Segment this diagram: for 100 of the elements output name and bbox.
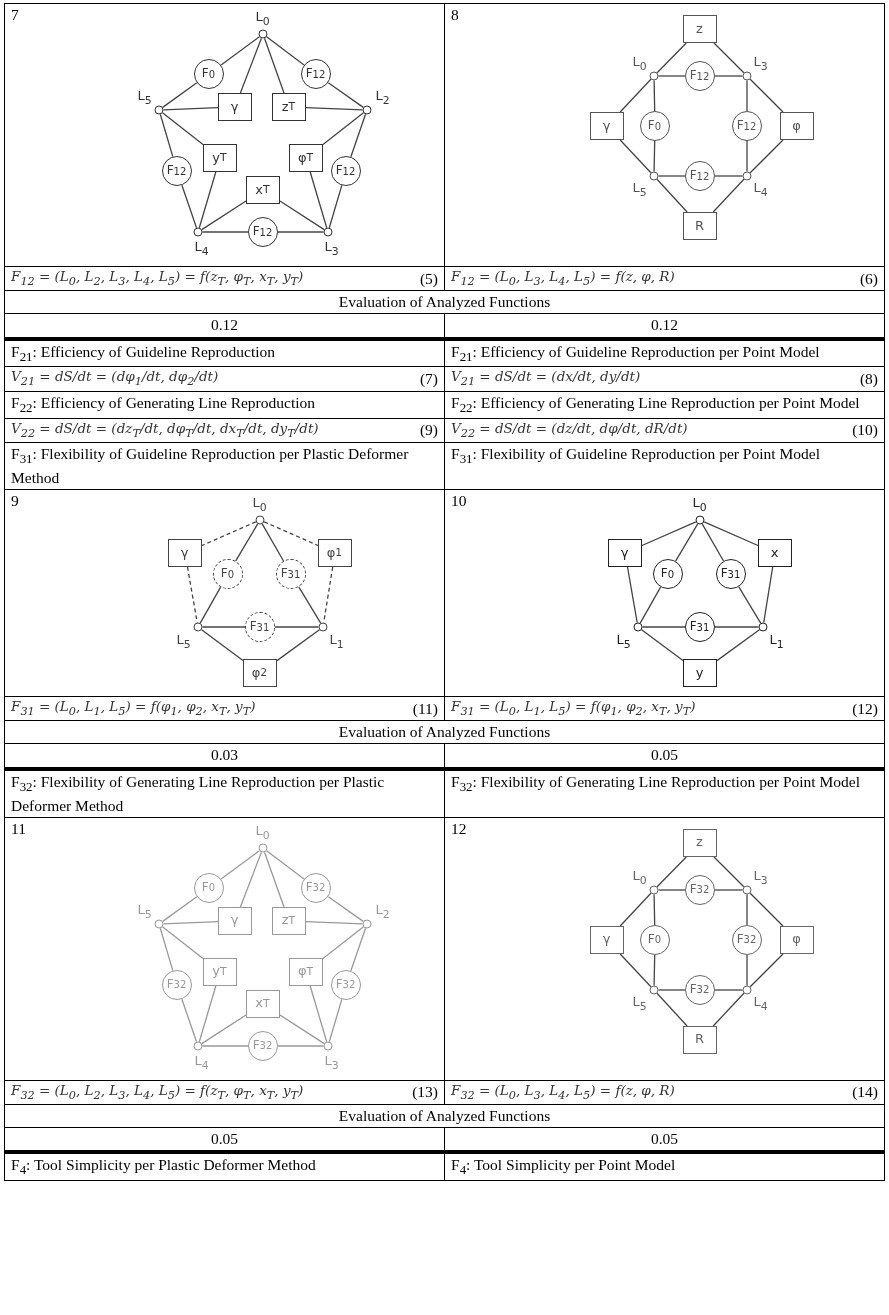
connector-line — [276, 1045, 324, 1047]
joint-point — [258, 843, 267, 853]
point-label: L$_{3}$ — [324, 1052, 339, 1073]
point-label: L$_{3}$ — [324, 239, 339, 259]
point-label: L$_{0}$ — [255, 822, 270, 843]
connector-line — [652, 954, 655, 986]
connector-line — [328, 998, 342, 1042]
connector-line — [162, 920, 219, 925]
joint-point — [758, 622, 767, 632]
criterion-text: F$_{21}$: Efficiency of Guideline Reproduction — [11, 342, 275, 360]
point-label: L$_{5}$ — [137, 901, 152, 922]
connector-line — [265, 36, 305, 66]
joint-point — [154, 919, 163, 929]
joint-point — [362, 919, 371, 929]
connector-line — [712, 178, 745, 213]
connector-line — [713, 989, 743, 991]
connector-line — [275, 629, 320, 662]
point-label: L$_{5}$ — [632, 993, 647, 1014]
figure-number: 10 — [451, 491, 467, 512]
score-value: 0.12 — [650, 316, 679, 334]
table-heading: Evaluation of Analyzed Functions — [338, 293, 551, 311]
connector-line — [641, 626, 686, 628]
connector-line — [162, 107, 219, 111]
connector-line — [745, 954, 748, 986]
connector-line — [161, 112, 204, 146]
table-heading: Evaluation of Analyzed Functions — [338, 1106, 551, 1124]
connector-line — [619, 78, 652, 113]
connector-line — [161, 925, 204, 959]
connector-line — [713, 175, 743, 177]
joint-point — [742, 985, 751, 995]
connector-line — [749, 139, 784, 174]
connector-line — [701, 523, 724, 562]
equation-number: (9) — [419, 420, 438, 441]
connector-line — [655, 42, 687, 74]
connector-line — [745, 893, 748, 926]
connector-line — [619, 892, 652, 927]
joint-point — [318, 622, 327, 632]
joint-point — [695, 515, 704, 525]
connector-line — [745, 79, 748, 112]
connector-line — [745, 140, 748, 173]
connector-line — [234, 523, 258, 562]
joint-point — [323, 1041, 332, 1051]
point-label: L$_{0}$ — [252, 495, 267, 515]
point-label: L$_{4}$ — [194, 239, 209, 259]
equation-number: (12) — [852, 698, 878, 719]
connector-line — [278, 200, 325, 231]
joint-point — [742, 71, 751, 81]
connector-line — [201, 626, 246, 628]
equation: F$_{32}$ = (L$_{0}$, L$_{2}$, L$_{3}$, L$_{4}$, L$_{5}$) = f(z$_{T}$, φ$_{T}$, x$_{T}$, y$_{T}$) — [11, 1081, 304, 1103]
point-label: L$_{0}$ — [255, 9, 270, 29]
connector-line — [200, 629, 244, 662]
parameter-box: z — [682, 15, 717, 43]
figure-number: 7 — [11, 5, 19, 25]
equation-number: (6) — [859, 268, 878, 289]
point-label: L$_{2}$ — [375, 88, 390, 108]
parameter-box: γ — [589, 112, 624, 140]
figure-number: 11 — [11, 818, 26, 839]
criterion-text: F$_{32}$: Flexibility of Generating Line Reproduction per Point Model — [451, 772, 860, 790]
connector-line — [712, 42, 744, 74]
connector-line — [657, 175, 686, 177]
equation-number: (13) — [412, 1082, 438, 1103]
connector-line — [262, 521, 319, 547]
parameter-box: x — [757, 539, 792, 568]
equation: F$_{12}$ = (L$_{0}$, L$_{2}$, L$_{3}$, L$_{4}$, L$_{5}$) = f(z$_{T}$, φ$_{T}$, x$_{T}$, y$_{T}$) — [11, 268, 304, 290]
joint-point — [154, 105, 163, 115]
parameter-box: γ — [217, 93, 252, 121]
connector-line — [199, 586, 221, 624]
score-value: 0.12 — [210, 316, 239, 334]
connector-line — [737, 586, 761, 624]
criterion-text: F$_{4}$: Tool Simplicity per Plastic Deformer Method — [11, 1156, 316, 1174]
equation: V$_{22}$ = dS/dt = (dz$_{T}$/dt, dφ$_{T}$/dt, dx$_{T}$/dt, dy$_{T}$/dt) — [11, 419, 319, 441]
point-label: L$_{3}$ — [753, 867, 768, 888]
equation: V$_{21}$ = dS/dt = (dx/dt, dy/dt) — [451, 368, 641, 390]
connector-line — [161, 82, 197, 109]
joint-point — [649, 985, 658, 995]
connector-line — [239, 851, 262, 908]
equation: F$_{12}$ = (L$_{0}$, L$_{3}$, L$_{4}$, L$_{5}$) = f(z, φ, R) — [451, 268, 675, 290]
connector-line — [263, 851, 285, 908]
point-label: L$_{5}$ — [176, 632, 191, 652]
connector-line — [219, 849, 260, 880]
connector-line — [161, 895, 197, 922]
score-value: 0.05 — [650, 746, 679, 764]
connector-line — [652, 140, 655, 173]
criterion-text: F$_{32}$: Flexibility of Generating Line Reproduction per Plastic Deformer Method — [11, 772, 385, 814]
connector-line — [652, 893, 655, 926]
connector-line — [639, 586, 661, 624]
connector-line — [655, 856, 687, 888]
connector-line — [749, 892, 784, 927]
table-heading: Evaluation of Analyzed Functions — [338, 723, 551, 741]
equation: V$_{22}$ = dS/dt = (dz/dt, dφ/dt, dR/dt) — [451, 419, 688, 441]
joint-point — [742, 171, 751, 181]
parameter-box: φ — [779, 925, 814, 954]
joint-point — [193, 622, 202, 632]
connector-line — [159, 927, 173, 971]
parameter-box: γ — [607, 539, 642, 568]
connector-line — [263, 37, 285, 94]
connector-line — [712, 992, 745, 1027]
score-value: 0.03 — [210, 746, 239, 764]
connector-line — [321, 925, 364, 959]
equation-number: (7) — [419, 369, 438, 390]
